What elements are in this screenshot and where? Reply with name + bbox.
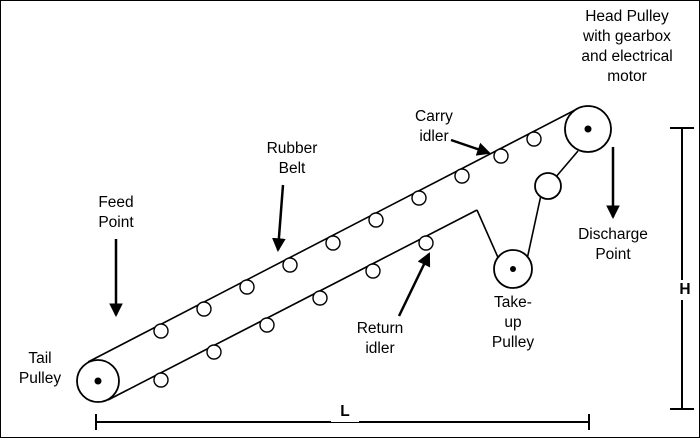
- discharge-point-label: Discharge Point: [578, 226, 648, 263]
- height-dimension-label: H: [671, 280, 699, 300]
- carry-idler: [239, 279, 255, 295]
- return-idler: [418, 235, 434, 251]
- return-idler-arrow: [397, 252, 431, 317]
- feed-point-label: Feed Point: [98, 194, 134, 231]
- tail-pulley-axle: [94, 377, 102, 385]
- carry-idler: [325, 235, 341, 251]
- belt-return-line: [107, 209, 478, 401]
- carry-idler: [493, 148, 509, 164]
- return-idler: [365, 263, 381, 279]
- take-up-pulley-label: Take- up Pulley: [491, 294, 535, 351]
- carry-idler: [454, 168, 470, 184]
- carry-idler: [153, 323, 169, 339]
- pulleys: [76, 105, 612, 403]
- belt-takeup-rise-line: [525, 194, 542, 265]
- carry-idler: [411, 190, 427, 206]
- take-up-pulley-axle: [510, 266, 516, 272]
- carry-idler-arrow: [450, 138, 491, 156]
- return-idler: [312, 290, 328, 306]
- head-pulley-label: Head Pulley with gearbox and electrical …: [581, 8, 673, 85]
- rubber-belt-arrow: [272, 184, 286, 253]
- carry-idler: [282, 257, 298, 273]
- dimension-lines: [95, 127, 694, 430]
- length-dimension-label: L: [331, 402, 359, 422]
- return-idler: [153, 372, 169, 388]
- return-idler: [206, 344, 222, 360]
- return-idler-label: Return idler: [356, 320, 404, 357]
- bend-pulley-circle: [534, 172, 562, 200]
- return-idler: [259, 317, 275, 333]
- head-pulley-axle: [584, 125, 592, 133]
- rubber-belt-label: Rubber Belt: [266, 140, 318, 177]
- carry-idler-label: Carry idler: [415, 108, 453, 145]
- tail-pulley-label: Tail Pulley: [18, 350, 62, 387]
- pulley-axles: [94, 125, 592, 385]
- leader-arrows: [109, 138, 620, 318]
- belt-to-head-line: [554, 150, 579, 179]
- return-idlers: [153, 235, 434, 388]
- carry-idler: [526, 131, 542, 147]
- belt-takeup-drop-line: [476, 209, 501, 263]
- carry-idlers: [153, 131, 542, 339]
- carry-idler: [196, 301, 212, 317]
- carry-idler: [368, 212, 384, 228]
